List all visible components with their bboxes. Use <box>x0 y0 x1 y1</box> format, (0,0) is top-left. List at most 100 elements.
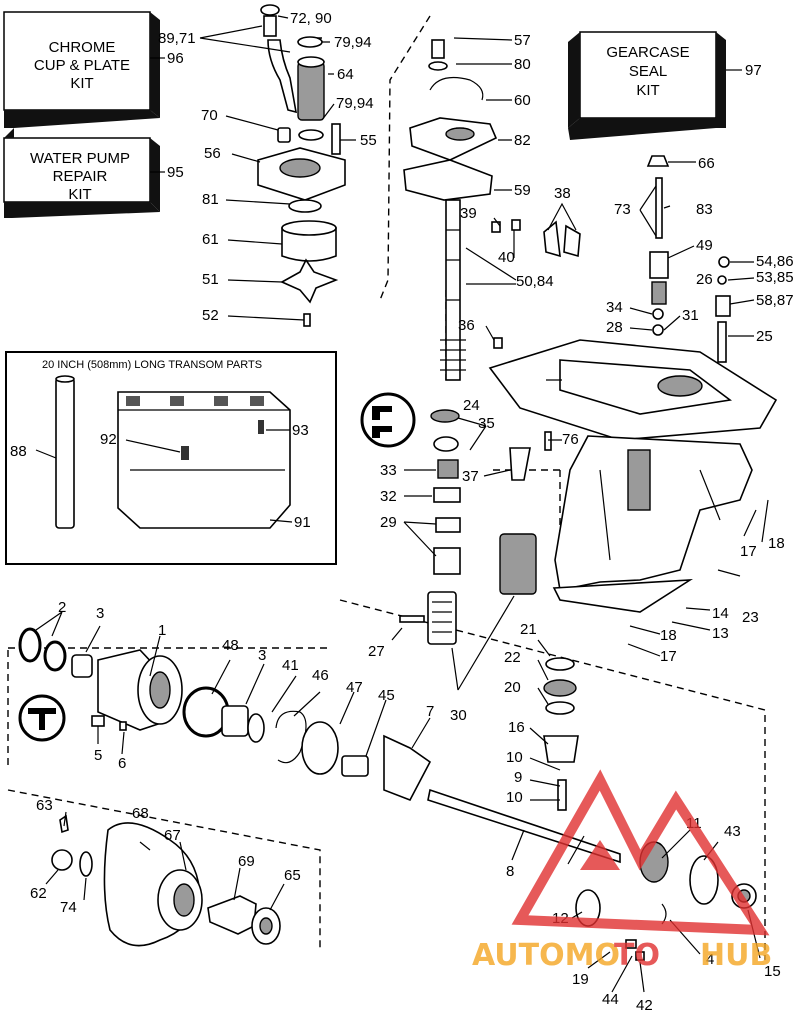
label-10-b: 10 <box>506 789 523 806</box>
label-63: 63 <box>36 797 53 814</box>
label-51: 51 <box>202 271 219 288</box>
label-64: 64 <box>337 66 354 83</box>
label-81: 81 <box>202 191 219 208</box>
label-36: 36 <box>458 317 475 334</box>
chrome-cup-plate-kit-box: CHROME CUP & PLATE KIT 96 <box>3 11 184 128</box>
transom-box-title: 20 INCH (508mm) LONG TRANSOM PARTS <box>42 359 262 371</box>
label-93: 93 <box>292 422 309 439</box>
water-pump-kit-line3: KIT <box>68 186 91 203</box>
label-5: 5 <box>94 747 102 764</box>
label-23: 23 <box>742 609 759 626</box>
label-50-84: 50,84 <box>516 273 554 290</box>
label-46: 46 <box>312 667 329 684</box>
label-37: 37 <box>462 468 479 485</box>
propeller-assembly <box>51 814 281 947</box>
label-29: 29 <box>380 514 397 531</box>
label-24: 24 <box>463 397 480 414</box>
gearcase-kit-line2: SEAL <box>629 63 667 80</box>
right-small-parts <box>646 155 731 363</box>
label-58-87: 58,87 <box>756 292 794 309</box>
label-35: 35 <box>478 415 495 432</box>
label-17-a: 17 <box>740 543 757 560</box>
label-27: 27 <box>368 643 385 660</box>
label-10-a: 10 <box>506 749 523 766</box>
label-47: 47 <box>346 679 363 696</box>
label-16: 16 <box>508 719 525 736</box>
label-3-b: 3 <box>258 647 266 664</box>
label-53-85: 53,85 <box>756 269 794 286</box>
label-6: 6 <box>118 755 126 772</box>
gearcase-housing <box>488 339 778 613</box>
watermark-part3: HUB <box>700 938 772 973</box>
label-80: 80 <box>514 56 531 73</box>
label-66: 66 <box>698 155 715 172</box>
label-49: 49 <box>696 237 713 254</box>
label-13: 13 <box>712 625 729 642</box>
water-pump-kit-ref: 95 <box>167 164 184 181</box>
bearing-stack <box>360 392 552 575</box>
automotohub-watermark: AUTOMO TO HUB <box>472 769 772 973</box>
label-18-a: 18 <box>768 535 785 552</box>
label-21: 21 <box>520 621 537 638</box>
water-pump-kit-line1: WATER PUMP <box>30 150 130 167</box>
gearcase-kit-line1: GEARCASE <box>606 44 689 61</box>
label-91: 91 <box>294 514 311 531</box>
label-45: 45 <box>378 687 395 704</box>
label-7: 7 <box>426 703 434 720</box>
gearcase-kit-ref: 97 <box>745 62 762 79</box>
label-34: 34 <box>606 299 623 316</box>
label-59: 59 <box>514 182 531 199</box>
label-40: 40 <box>498 249 515 266</box>
driveshaft-assembly <box>403 39 581 381</box>
label-33: 33 <box>380 462 397 479</box>
label-74: 74 <box>60 899 77 916</box>
long-transom-parts-box: 20 INCH (508mm) LONG TRANSOM PARTS <box>5 351 337 565</box>
watermark-part2: TO <box>614 938 660 973</box>
label-17-b: 17 <box>660 648 677 665</box>
part-labels: 72, 90 89,71 79,94 64 79,94 70 55 56 81 … <box>10 10 794 1013</box>
label-1: 1 <box>158 622 166 639</box>
label-39: 39 <box>460 205 477 222</box>
label-65: 65 <box>284 867 301 884</box>
chrome-kit-ref: 96 <box>167 50 184 67</box>
label-20: 20 <box>504 679 521 696</box>
label-55: 55 <box>360 132 377 149</box>
label-15: 15 <box>764 963 781 980</box>
label-62: 62 <box>30 885 47 902</box>
label-8: 8 <box>506 863 514 880</box>
chrome-kit-line1: CHROME <box>49 39 116 56</box>
label-57: 57 <box>514 32 531 49</box>
label-83: 83 <box>696 201 713 218</box>
label-52: 52 <box>202 307 219 324</box>
water-pump-kit-line2: REPAIR <box>53 168 108 185</box>
label-19: 19 <box>572 971 589 988</box>
label-25: 25 <box>756 328 773 345</box>
label-92: 92 <box>100 431 117 448</box>
label-41: 41 <box>282 657 299 674</box>
label-72-90: 72, 90 <box>290 10 332 27</box>
label-79-94-b: 79,94 <box>336 95 374 112</box>
label-2: 2 <box>58 599 66 616</box>
label-42: 42 <box>636 997 653 1013</box>
label-76: 76 <box>562 431 579 448</box>
watermark-part1: AUTOMO <box>472 938 620 973</box>
water-pump-repair-kit-box: WATER PUMP REPAIR KIT 95 <box>3 128 184 218</box>
label-68: 68 <box>132 805 149 822</box>
label-79-94-a: 79,94 <box>334 34 372 51</box>
label-30: 30 <box>450 707 467 724</box>
label-28: 28 <box>606 319 623 336</box>
label-67: 67 <box>164 827 181 844</box>
label-60: 60 <box>514 92 531 109</box>
label-44: 44 <box>602 991 619 1008</box>
label-43: 43 <box>724 823 741 840</box>
label-89-71: 89,71 <box>158 30 196 47</box>
label-70: 70 <box>201 107 218 124</box>
water-pump-assembly <box>257 4 346 327</box>
label-22: 22 <box>504 649 521 666</box>
label-18-b: 18 <box>660 627 677 644</box>
label-14: 14 <box>712 605 729 622</box>
chrome-kit-line3: KIT <box>70 75 93 92</box>
label-54-86: 54,86 <box>756 253 794 270</box>
label-69: 69 <box>238 853 255 870</box>
label-9: 9 <box>514 769 522 786</box>
